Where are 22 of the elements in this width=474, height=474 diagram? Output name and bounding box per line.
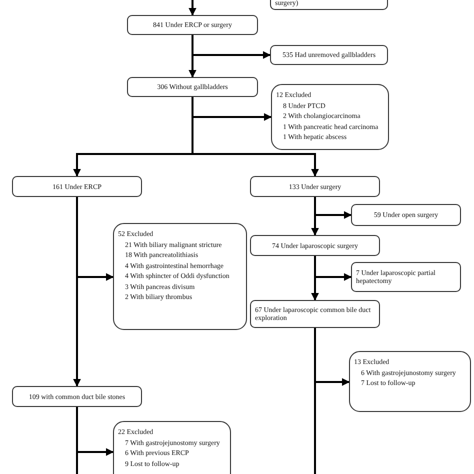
exclusion-box: [113, 421, 231, 474]
process-box: [127, 77, 258, 97]
arrow: [311, 197, 319, 236]
exclusion-box: [113, 223, 247, 330]
connector-line: [314, 328, 316, 474]
process-box: [270, 45, 388, 65]
process-box: [351, 204, 461, 226]
process-box: [12, 386, 142, 407]
exclusion-box: [271, 84, 389, 150]
process-box: [12, 176, 142, 197]
exclusion-box: [349, 351, 471, 412]
arrow: [188, 35, 196, 78]
process-box: [127, 15, 258, 35]
process-box: [250, 176, 380, 197]
arrow: [192, 97, 319, 177]
process-box: [351, 262, 461, 292]
arrow: [73, 197, 81, 387]
arrow: [311, 256, 319, 301]
process-box: [250, 300, 380, 328]
process-box: [250, 235, 380, 256]
arrow: [188, 0, 196, 16]
connector-line: [76, 407, 78, 474]
